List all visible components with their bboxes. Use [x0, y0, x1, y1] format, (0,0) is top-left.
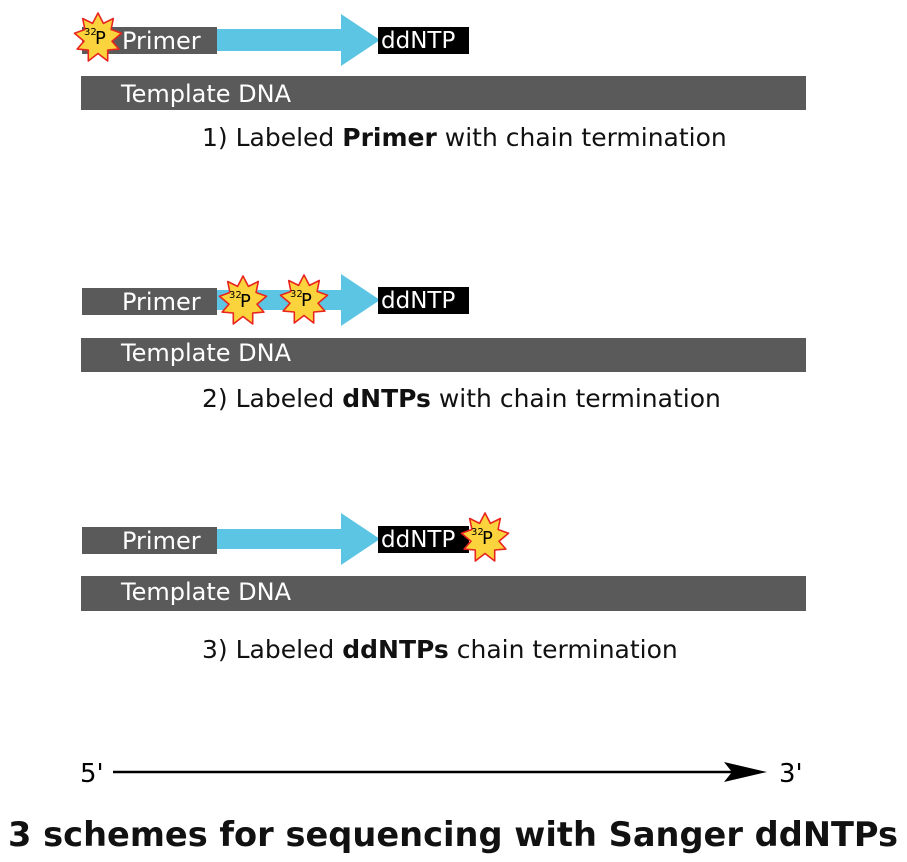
primer-bar: [82, 527, 217, 554]
primer-label: Primer: [122, 288, 201, 316]
template-dna-bar: [81, 576, 806, 611]
five-prime-label: 5': [80, 759, 104, 789]
p32-symbol: P: [95, 28, 106, 49]
primer-extension-arrow: [217, 14, 380, 66]
p32-symbol: P: [482, 528, 493, 549]
ddntp-label: ddNTP: [381, 28, 455, 54]
ddntp-label: ddNTP: [381, 527, 455, 553]
three-prime-label: 3': [779, 759, 803, 789]
scheme-2: Primer ddNTP 32 P 32 P Template DNA 2) L…: [81, 274, 806, 413]
scheme-2-caption: 2) Labeled dNTPs with chain termination: [202, 384, 721, 413]
template-dna-label: Template DNA: [120, 80, 292, 108]
primer-label: Primer: [122, 527, 201, 555]
p32-mass-number: 32: [471, 527, 484, 538]
scheme-3-caption: 3) Labeled ddNTPs chain termination: [202, 635, 678, 664]
ddntp-label: ddNTP: [381, 288, 455, 314]
direction-arrow-head: [724, 762, 767, 782]
p32-label-star: 32 P: [279, 274, 329, 324]
scheme-1: Primer ddNTP 32 P Template DNA 1) Labele…: [73, 12, 806, 152]
ddntp-box: [378, 526, 469, 553]
template-dna-bar: [81, 76, 806, 110]
diagram-title: 3 schemes for sequencing with Sanger ddN…: [8, 815, 898, 855]
primer-label: Primer: [122, 27, 201, 55]
p32-label-star: 32 P: [218, 275, 268, 325]
primer-extension-arrow: [217, 513, 380, 565]
p32-label-star: 32 P: [460, 512, 510, 562]
template-dna-bar: [81, 338, 806, 372]
ddntp-box: [378, 27, 469, 54]
ddntp-box: [378, 287, 469, 314]
p32-mass-number: 32: [84, 27, 97, 38]
p32-mass-number: 32: [229, 290, 242, 301]
scheme-3: Primer ddNTP 32 P Template DNA 3) Labele…: [81, 512, 806, 664]
p32-symbol: P: [240, 291, 251, 312]
template-dna-label: Template DNA: [120, 339, 292, 367]
p32-label-star: 32 P: [73, 12, 123, 62]
scheme-1-caption: 1) Labeled Primer with chain termination: [202, 123, 727, 152]
primer-bar: [82, 288, 217, 315]
template-dna-label: Template DNA: [120, 578, 292, 606]
p32-mass-number: 32: [290, 289, 303, 300]
direction-indicator: 5' 3': [80, 759, 803, 789]
p32-symbol: P: [301, 290, 312, 311]
